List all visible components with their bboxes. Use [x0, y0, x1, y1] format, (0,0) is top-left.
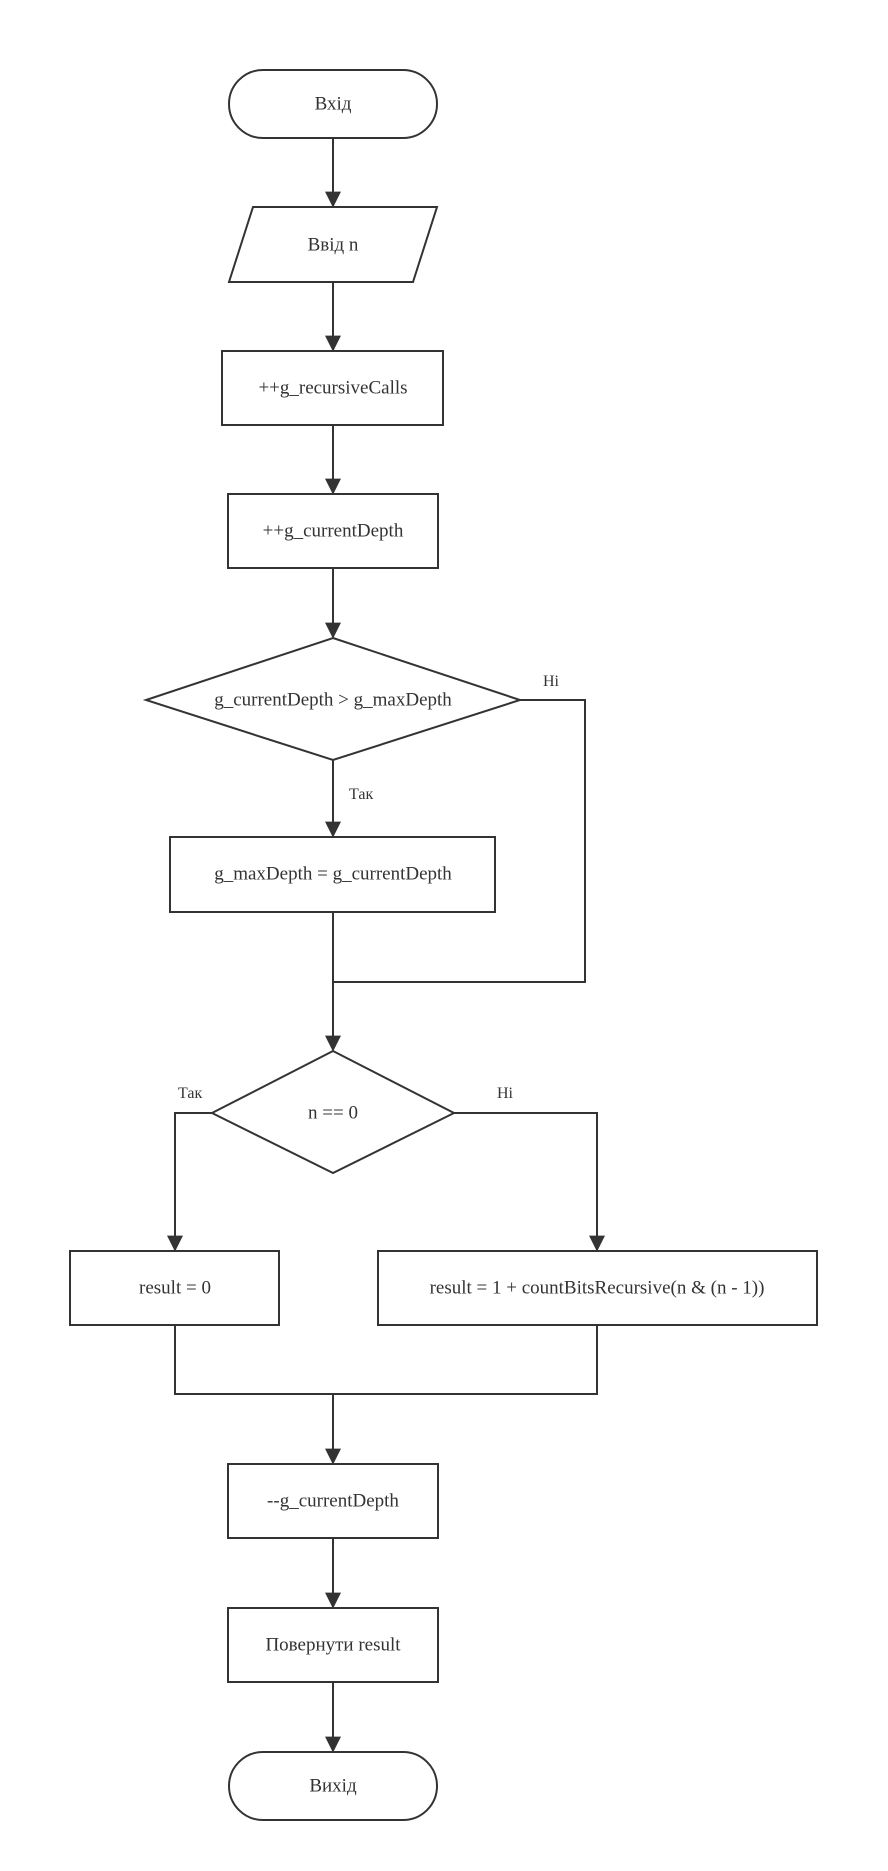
end-label: Вихід — [309, 1776, 357, 1797]
edges — [167, 138, 605, 1753]
edge-zero-yes — [167, 1112, 212, 1252]
set-max-depth-box — [169, 836, 496, 913]
edge-labels: Так Ні Так Ні — [178, 673, 560, 1102]
inc-depth-label: ++g_currentDepth — [263, 521, 404, 542]
edge-label-zero-yes: Так — [178, 1085, 202, 1102]
result-zero-box — [69, 1250, 280, 1326]
inc-depth-box — [227, 493, 439, 569]
dec-depth-label: --g_currentDepth — [267, 1491, 399, 1512]
inc-calls-box — [221, 350, 444, 426]
nodes: Вхід Ввід n ++g_recursiveCalls ++g_curre… — [69, 69, 818, 1821]
edge-label-zero-no: Ні — [497, 1085, 514, 1102]
end-terminal — [228, 1751, 438, 1821]
input-parallelogram — [227, 206, 439, 283]
result-recursive-box — [377, 1250, 818, 1326]
dec-depth-box — [227, 1463, 439, 1539]
zero-decision-diamond — [209, 1049, 457, 1175]
result-zero-label: result = 0 — [139, 1278, 211, 1299]
inc-calls-label: ++g_recursiveCalls — [258, 378, 407, 399]
edge-zero-no — [454, 1112, 605, 1252]
edge-check-no-bypass — [333, 699, 586, 983]
edge-results-merge — [174, 1325, 598, 1395]
depth-decision-label: g_currentDepth > g_maxDepth — [214, 690, 452, 711]
return-result-box — [227, 1607, 439, 1683]
zero-decision-label: n == 0 — [308, 1103, 358, 1124]
start-label: Вхід — [315, 94, 352, 115]
edge-label-depth-yes: Так — [349, 786, 373, 803]
set-max-depth-label: g_maxDepth = g_currentDepth — [214, 864, 452, 885]
return-result-label: Повернути result — [265, 1635, 401, 1656]
edge-label-depth-no: Ні — [543, 673, 560, 690]
start-terminal — [228, 69, 438, 139]
depth-decision-diamond — [142, 636, 524, 762]
input-label: Ввід n — [308, 235, 359, 256]
result-recursive-label: result = 1 + countBitsRecursive(n & (n -… — [430, 1278, 765, 1299]
